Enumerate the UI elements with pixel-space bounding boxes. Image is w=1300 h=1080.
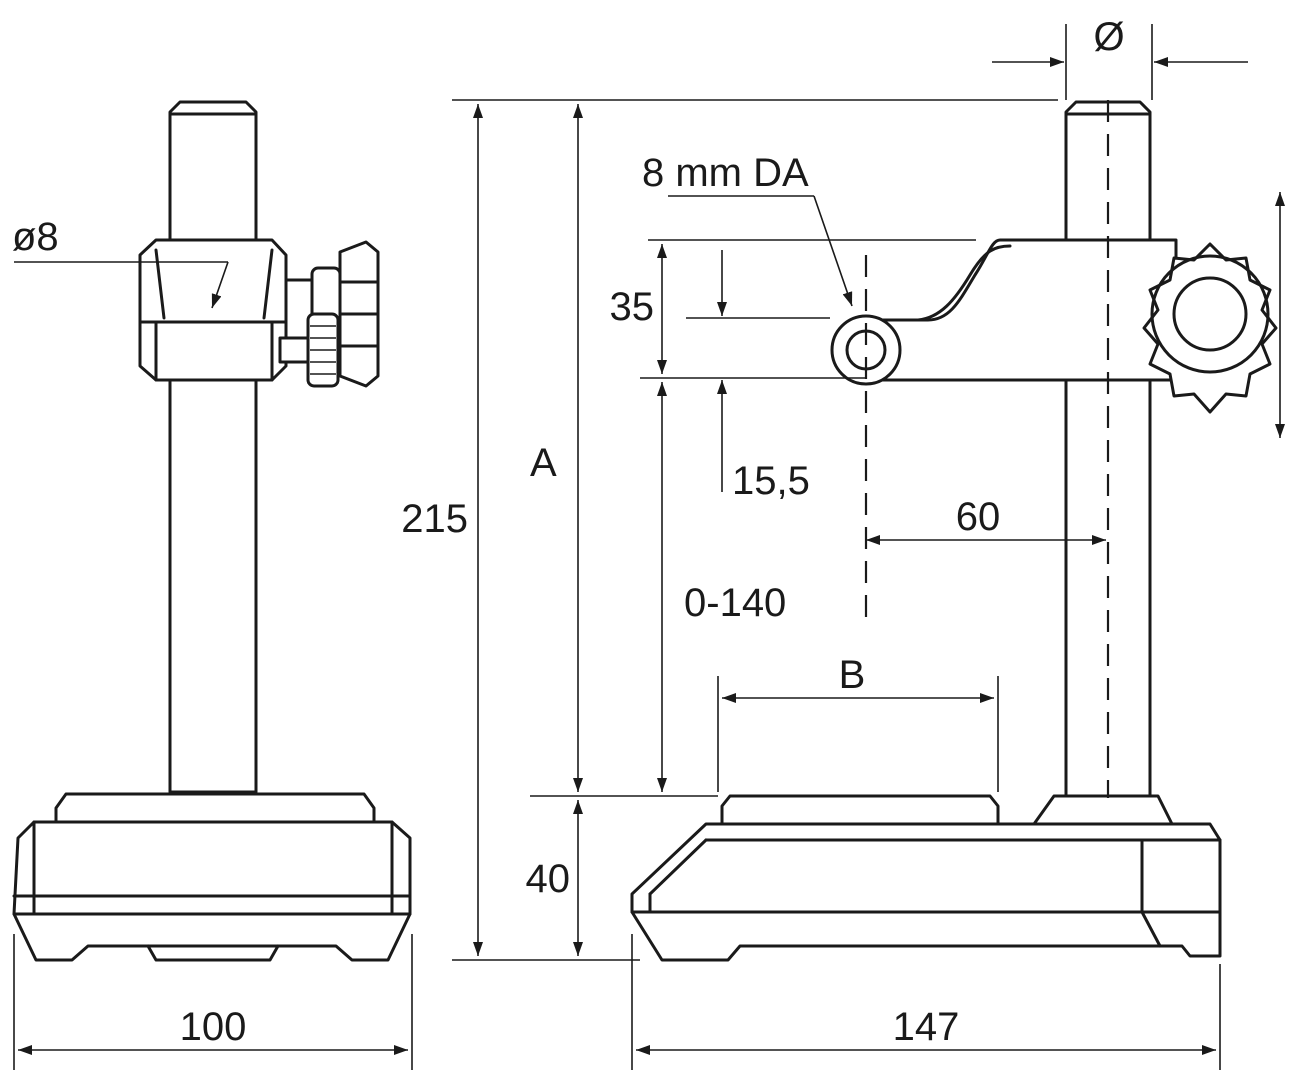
front-clamp-knob bbox=[278, 240, 380, 388]
side-gear-knob bbox=[1142, 242, 1278, 414]
label-dim-0-140: 0-140 bbox=[684, 581, 786, 625]
label-dim-A: A bbox=[530, 441, 557, 485]
label-dim-100: 100 bbox=[180, 1005, 247, 1049]
label-dim-15-5: 15,5 bbox=[732, 459, 810, 503]
side-view: Ø 215 A 40 35 0-140 15,5 8 mm DA bbox=[401, 15, 1285, 1070]
front-column bbox=[168, 100, 258, 794]
label-diameter-small: ø8 bbox=[12, 215, 59, 259]
label-dim-215: 215 bbox=[401, 497, 468, 541]
label-dim-B: B bbox=[839, 653, 866, 697]
front-clamp-block bbox=[138, 238, 288, 382]
front-view: ø8 100 bbox=[12, 100, 413, 1070]
side-base bbox=[630, 794, 1222, 962]
front-base bbox=[12, 792, 412, 962]
label-dim-40: 40 bbox=[526, 857, 571, 901]
label-dim-60: 60 bbox=[956, 495, 1001, 539]
label-dim-147: 147 bbox=[893, 1005, 960, 1049]
side-arm bbox=[864, 238, 1178, 382]
label-diameter-symbol: Ø bbox=[1093, 15, 1124, 59]
label-probe: 8 mm DA bbox=[642, 151, 809, 195]
label-dim-35: 35 bbox=[610, 285, 655, 329]
